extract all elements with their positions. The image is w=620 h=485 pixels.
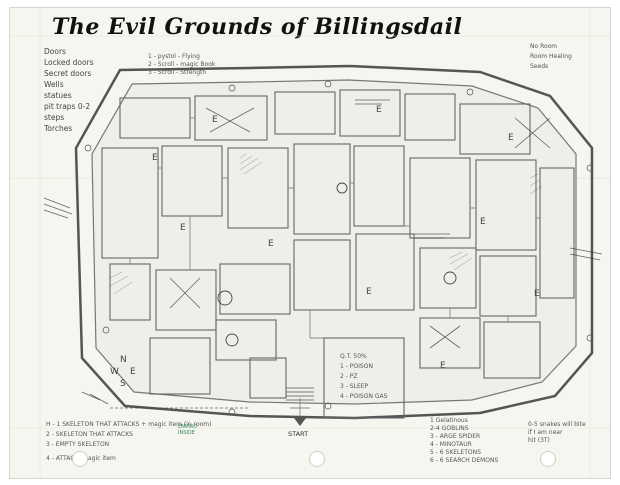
well-icon: [225, 333, 239, 347]
room: [293, 239, 351, 311]
compass-rose: N W E S: [110, 355, 136, 389]
legend-item: Wells: [44, 80, 64, 89]
svg-text:4 - POISON GAS: 4 - POISON GAS: [340, 393, 388, 400]
svg-text:hit (3T): hit (3T): [528, 437, 550, 444]
compass-w: W: [110, 367, 119, 377]
room-label-e: E: [440, 361, 446, 371]
room: [249, 357, 287, 399]
torch-icon: [324, 402, 332, 410]
well-icon: [443, 271, 457, 285]
torch-icon: [586, 334, 594, 342]
inner-wall: [91, 79, 577, 405]
well-icon: [217, 290, 233, 306]
legend-item: pit traps 0-2: [44, 102, 91, 111]
start-label: START: [288, 430, 308, 438]
room: [475, 159, 537, 251]
svg-text:3 - ARGE SPIDER: 3 - ARGE SPIDER: [430, 433, 480, 440]
torch-icon: [324, 80, 332, 88]
svg-text:3 - SLEEP: 3 - SLEEP: [340, 383, 369, 390]
svg-text:1 Gelatinous: 1 Gelatinous: [430, 417, 468, 424]
legend-item: Doors: [44, 47, 66, 56]
room-label-e: E: [212, 115, 218, 125]
svg-text:No Room: No Room: [530, 43, 557, 50]
room: [355, 233, 415, 311]
room-label-e: E: [376, 105, 382, 115]
map-title: The Evil Grounds of Billingsdail: [52, 14, 463, 40]
svg-text:5 - 6 SKELETONS: 5 - 6 SKELETONS: [430, 449, 481, 456]
start-arrow-icon: [294, 418, 306, 426]
svg-text:3 - EMPTY SKELETON: 3 - EMPTY SKELETON: [46, 441, 109, 448]
room-label-e: E: [366, 287, 372, 297]
svg-text:1 - pystol - Flying: 1 - pystol - Flying: [148, 53, 200, 60]
map-legend: Doors Locked doors Secret doors Wells st…: [44, 46, 94, 134]
room: [459, 103, 531, 155]
map-sheet: The Evil Grounds of Billingsdail Doors L…: [10, 8, 610, 478]
svg-text:2 - PZ: 2 - PZ: [340, 373, 358, 380]
svg-text:2 - SKELETON THAT ATTACKS: 2 - SKELETON THAT ATTACKS: [46, 431, 133, 438]
svg-text:if I am near: if I am near: [528, 429, 563, 436]
room-label-e: E: [180, 223, 186, 233]
svg-text:Q.T. 50%: Q.T. 50%: [340, 353, 367, 360]
svg-text:6 - 6 SEARCH DEMONS: 6 - 6 SEARCH DEMONS: [430, 457, 499, 464]
room: [419, 247, 477, 309]
room-label-e: E: [534, 289, 540, 299]
room: [293, 143, 351, 235]
room: [483, 321, 541, 379]
svg-text:2-4 GOBLINS: 2-4 GOBLINS: [430, 425, 469, 432]
torch-icon: [466, 88, 474, 96]
snake-note: 0-5 snakes will bite if I am near hit (3…: [528, 421, 586, 444]
svg-text:1 - POISON: 1 - POISON: [340, 363, 373, 370]
stairs-icon: [286, 387, 314, 401]
torch-icon: [586, 164, 594, 172]
legend-item: Torches: [44, 124, 73, 133]
torch-icon: [228, 408, 236, 416]
punch-hole: [309, 451, 325, 467]
room-key-notes: 1 - pystol - Flying 2 - Scroll - magic B…: [148, 53, 216, 76]
punch-hole: [540, 451, 556, 467]
torch-icon: [84, 144, 92, 152]
legend-item: Locked doors: [44, 58, 94, 67]
svg-text:Room Healing: Room Healing: [530, 53, 572, 60]
svg-text:2 - Scroll - magic Book: 2 - Scroll - magic Book: [148, 61, 216, 68]
svg-text:4 - MINOTAUR: 4 - MINOTAUR: [430, 441, 472, 448]
room-label-e: E: [152, 153, 158, 163]
torch-icon: [228, 84, 236, 92]
room-label-e: E: [508, 133, 514, 143]
room: [274, 91, 336, 135]
compass-e: E: [130, 367, 136, 377]
legend-item: steps: [44, 113, 65, 122]
svg-text:H - 1 SKELETON THAT ATTACKS +: H - 1 SKELETON THAT ATTACKS + magic item…: [46, 421, 211, 428]
svg-text:Seeds: Seeds: [530, 63, 548, 70]
compass-s: S: [120, 379, 126, 389]
svg-text:0-5 snakes will bite: 0-5 snakes will bite: [528, 421, 586, 428]
room-label-e: E: [268, 239, 274, 249]
legend-item: statues: [44, 91, 72, 100]
room: [539, 167, 575, 299]
outer-wall: [74, 64, 594, 420]
trap-box-notes: Q.T. 50% 1 - POISON 2 - PZ 3 - SLEEP 4 -…: [340, 353, 388, 400]
top-right-notes: No Room Room Healing Seeds: [530, 43, 572, 70]
bottom-mid-notes: 1 Gelatinous 2-4 GOBLINS 3 - ARGE SPIDER…: [430, 417, 499, 464]
room: [161, 145, 223, 217]
room: [219, 263, 291, 315]
room: [215, 319, 277, 361]
dungeon-map-drawing: E E E E E E E E E E N W E S START Q.T. 5…: [10, 8, 610, 478]
room: [404, 93, 456, 141]
legend-item: Secret doors: [44, 69, 92, 78]
room: [353, 145, 405, 227]
well-icon: [336, 182, 348, 194]
torch-icon: [102, 326, 110, 334]
svg-text:3 - Scroll - Strength: 3 - Scroll - Strength: [148, 69, 206, 76]
compass-n: N: [120, 355, 127, 365]
room: [149, 337, 211, 395]
punch-hole: [72, 451, 88, 467]
room: [155, 269, 217, 331]
room-label-e: E: [480, 217, 486, 227]
room: [339, 89, 401, 137]
printed-stamp: ENVIRO INSIDE: [178, 424, 198, 436]
room: [323, 337, 405, 419]
